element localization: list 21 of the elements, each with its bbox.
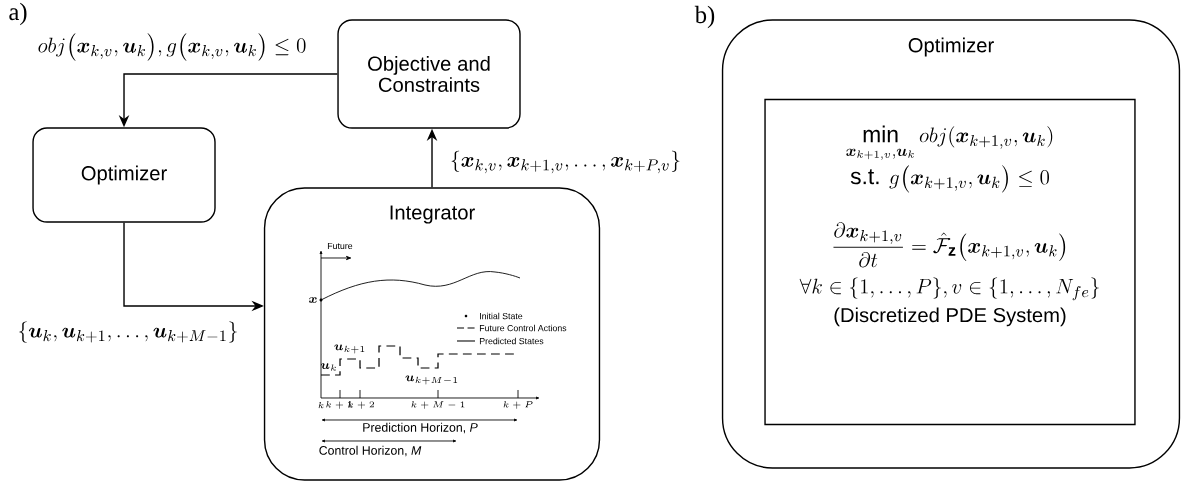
legend-text: Initial State xyxy=(480,312,523,320)
horizon-label: Control Horizon, M xyxy=(319,445,422,457)
control-label: $\boldsymbol{u}_k$ xyxy=(320,363,336,371)
tick-label: $k$ xyxy=(318,401,324,409)
process-box: Objective and Constraints xyxy=(337,19,521,129)
panel-label: b) xyxy=(694,5,715,29)
tick-label: $k+M-1$ xyxy=(411,401,465,409)
process-box: Optimizer xyxy=(32,127,216,223)
edge-label: $\{\boldsymbol{x}_{k,v},\boldsymbol{x}_{k+1,v},\dots,\boldsymbol{x}_{k+P,v}\}$ xyxy=(448,148,683,176)
formula-box: $\min\limits_{\boldsymbol{x}_{k+1,v},\boldsymbol{u}_k} obj(\boldsymbol{x}_{k+1,v},\boldsymbol{u}_k)$ $\text{s.t. } g\big(\boldsymbol{x}_{k+1,v},\boldsymbol{u}_k\big) \le 0$ $\frac{\partial \boldsymbol{x}_{k+1,v}}{\partial t} = \hat{\mathcal{F}}_{\mathbf{z}}\big(\boldsymbol{x}_{k+1,v},\boldsymbol{u}_k\big)$ $\forall k \in \{1,\dots,P\}, v \in \{1,\dots,N_{fe}\}$ (Discretized PDE System) xyxy=(764,98,1136,426)
control-label: $\boldsymbol{u}_{k+1}$ xyxy=(334,344,365,354)
edge-label: $obj\big(\boldsymbol{x}_{k,v},\boldsymbol{u}_k\big), g\big(\boldsymbol{x}_{k,v},\boldsymbol{u}_k\big) \le 0$ xyxy=(35,31,309,63)
edge-label: $\{\boldsymbol{u}_k,\boldsymbol{u}_{k+1},\dots,\boldsymbol{u}_{k+M-1}\}$ xyxy=(15,319,241,345)
control-label: $\boldsymbol{u}_{k+M-1}$ xyxy=(405,375,458,385)
axis-label: Future xyxy=(327,242,353,250)
axis-label: $\boldsymbol{x}$ xyxy=(309,297,317,303)
panel-label: a) xyxy=(9,2,27,26)
horizon-label: Prediction Horizon, P xyxy=(363,422,478,434)
legend-text: Future Control Actions xyxy=(479,324,567,332)
legend-text: Predicted States xyxy=(479,337,544,345)
tick-label: $k+P$ xyxy=(503,401,533,409)
